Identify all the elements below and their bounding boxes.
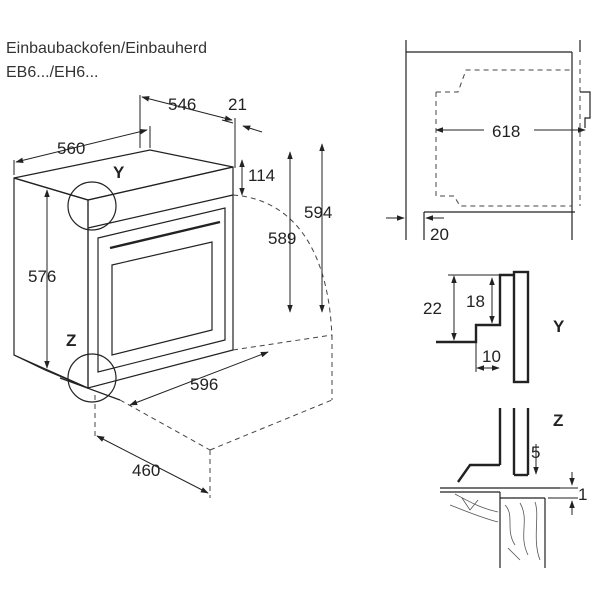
detail-y-tag: Y [113,163,125,182]
dimension-546: 546 [139,95,236,168]
dimension-594-label: 594 [304,203,332,222]
diagram-title-line1: Einbaubackofen/Einbauherd [6,40,208,57]
dimension-560: 560 [13,126,151,175]
dimension-22-label: 22 [423,299,442,318]
dimension-10-label: 10 [482,347,501,366]
dimension-596: 596 [129,351,269,406]
detail-z-section-tag: Z [553,411,563,430]
dimension-589: 589 [268,151,296,313]
dimension-460-label: 460 [132,461,160,480]
diagram-title-line2: EB6.../EH6... [6,64,99,81]
side-view: 618 20 [386,40,591,244]
detail-y-marker [67,181,117,231]
detail-z-marker [67,353,117,403]
dimension-20-label: 20 [430,225,449,244]
dimension-546-label: 546 [168,95,196,114]
dimension-560-label: 560 [57,139,85,158]
dimension-618-label: 618 [492,122,520,141]
dimension-114: 114 [239,159,275,196]
dimension-1-label: 1 [578,485,587,504]
dimension-594: 594 [304,143,332,313]
dimension-18-label: 18 [466,292,485,311]
dimension-21-label: 21 [228,95,247,114]
dimension-576: 576 [28,189,56,369]
dimension-589-label: 589 [268,229,296,248]
dimension-5-label: 5 [531,443,540,462]
dimension-576-label: 576 [28,267,56,286]
dimension-21: 21 [221,95,263,133]
cabinet-niche-outline [94,194,333,498]
detail-y: 22 18 10 Y [423,270,565,384]
dimension-596-label: 596 [190,375,218,394]
detail-y-section-tag: Y [553,317,565,336]
dimension-460: 460 [96,435,209,494]
detail-z: 5 1 Z [440,408,587,568]
oven-body [13,149,234,401]
dimension-114-label: 114 [248,166,275,185]
detail-z-tag: Z [66,331,76,350]
